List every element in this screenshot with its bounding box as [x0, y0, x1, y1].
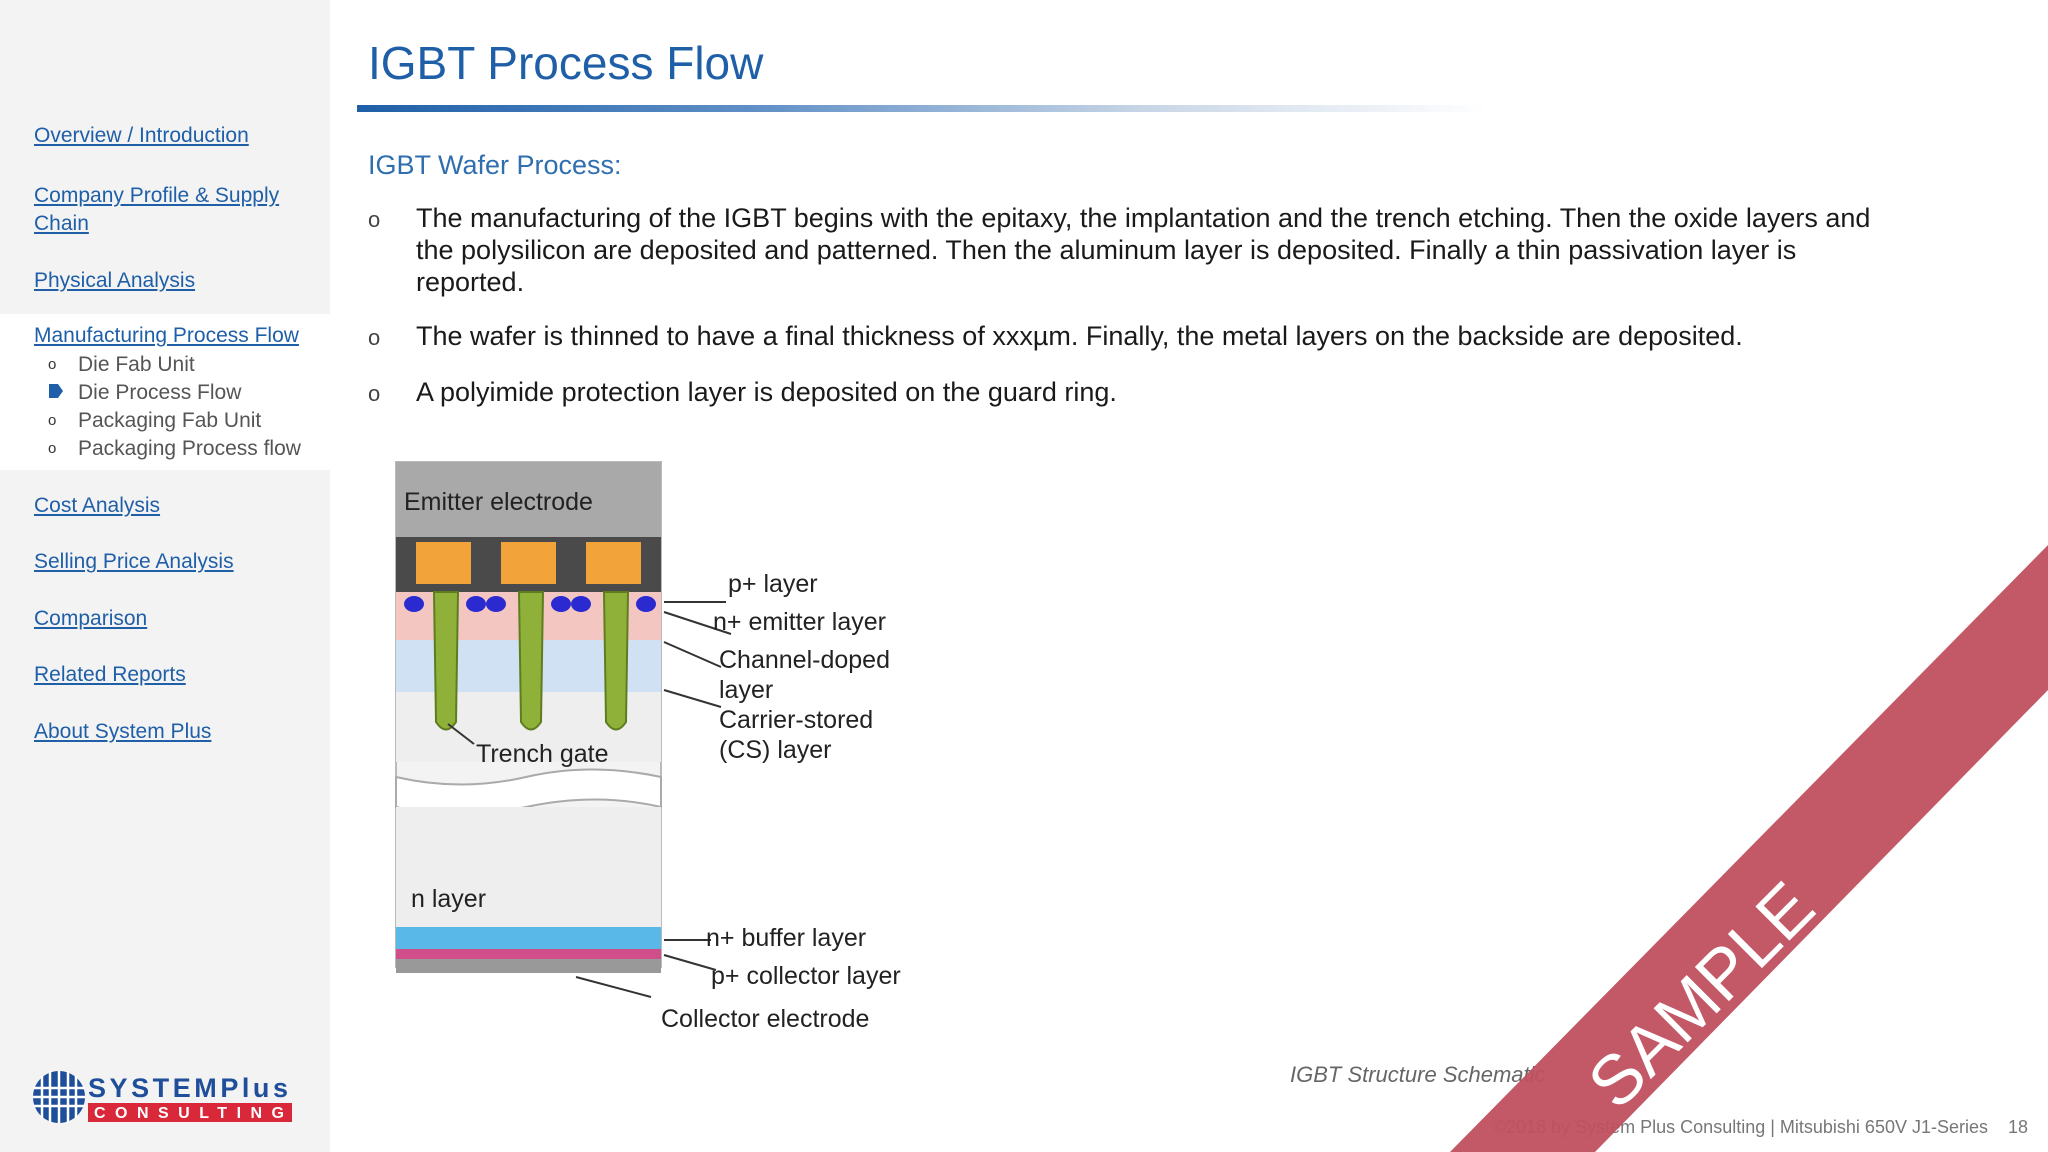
- bullet-item: o A polyimide protection layer is deposi…: [368, 376, 1898, 410]
- page-number: 18: [2007, 1117, 2028, 1137]
- nav-overview[interactable]: Overview / Introduction: [34, 124, 249, 147]
- nav-cost-analysis[interactable]: Cost Analysis: [34, 494, 161, 517]
- sub-item-label: Packaging Process flow: [78, 437, 301, 460]
- label-channel-doped-1: Channel-doped: [719, 646, 890, 674]
- sub-item-packaging-fab-unit[interactable]: o Packaging Fab Unit: [48, 407, 261, 435]
- label-p-collector-layer: p+ collector layer: [711, 962, 901, 990]
- nav-about-system-plus[interactable]: About System Plus: [34, 720, 212, 743]
- current-page-marker-icon: [48, 379, 78, 407]
- label-n-layer: n layer: [411, 885, 486, 913]
- label-channel-doped-2: layer: [719, 676, 773, 704]
- n-buffer-layer: [396, 927, 661, 949]
- globe-icon: [33, 1071, 85, 1123]
- emitter-electrode-layer: [396, 462, 661, 537]
- section-label: IGBT Wafer Process:: [368, 150, 622, 180]
- sidebar: Overview / Introduction Company Profile …: [0, 0, 330, 1152]
- bullet-item: o The wafer is thinned to have a final t…: [368, 320, 1898, 354]
- sub-item-die-fab-unit[interactable]: o Die Fab Unit: [48, 351, 195, 379]
- igbt-structure-schematic: Emitter electrode Trench gate n layer p+…: [395, 461, 901, 1033]
- sub-item-label: Packaging Fab Unit: [78, 409, 262, 432]
- hollow-bullet-icon: o: [48, 356, 57, 373]
- p-collector-layer: [396, 949, 661, 959]
- label-n-buffer-layer: n+ buffer layer: [706, 924, 866, 952]
- label-collector-electrode: Collector electrode: [661, 1005, 869, 1033]
- sub-item-label: Die Fab Unit: [78, 353, 195, 376]
- logo-consulting: CONSULTING: [94, 1105, 286, 1122]
- hollow-bullet-icon: o: [368, 325, 381, 350]
- bullet-text: The manufacturing of the IGBT begins wit…: [416, 203, 1871, 297]
- logo-wordmark: SYSTEMPlus: [88, 1073, 288, 1103]
- hollow-bullet-icon: o: [48, 440, 57, 457]
- nav-selling-price-analysis[interactable]: Selling Price Analysis: [34, 550, 234, 573]
- sub-item-label: Die Process Flow: [78, 381, 242, 404]
- figure-caption: IGBT Structure Schematic: [1290, 1062, 1546, 1087]
- system-plus-logo[interactable]: SYSTEMPlus CONSULTING: [32, 1068, 294, 1126]
- bullet-text: A polyimide protection layer is deposite…: [416, 377, 1117, 407]
- nav-related-reports[interactable]: Related Reports: [34, 663, 186, 686]
- sub-item-die-process-flow[interactable]: Die Process Flow: [48, 379, 241, 407]
- label-carrier-stored-1: Carrier-stored: [719, 706, 873, 734]
- nav-physical-analysis[interactable]: Physical Analysis: [34, 269, 196, 292]
- hollow-bullet-icon: o: [368, 381, 381, 406]
- nav-manufacturing-process-flow[interactable]: Manufacturing Process Flow: [34, 324, 299, 347]
- label-emitter-electrode: Emitter electrode: [404, 488, 593, 516]
- label-carrier-stored-2: (CS) layer: [719, 736, 832, 764]
- n-drift-layer: [396, 807, 661, 927]
- bullet-list: o The manufacturing of the IGBT begins w…: [368, 202, 1898, 432]
- bullet-item: o The manufacturing of the IGBT begins w…: [368, 202, 1898, 298]
- nav-comparison[interactable]: Comparison: [34, 607, 148, 630]
- collector-electrode-layer: [396, 959, 661, 973]
- hollow-bullet-icon: o: [368, 207, 381, 232]
- bullet-text: The wafer is thinned to have a final thi…: [416, 321, 1743, 351]
- label-trench-gate: Trench gate: [476, 740, 608, 768]
- sample-watermark-text: SAMPLE: [1573, 867, 1829, 1123]
- page-title: IGBT Process Flow: [368, 37, 764, 89]
- footer-copyright: ©2018 by System Plus Consulting | Mitsub…: [1492, 1117, 1988, 1137]
- label-n-emitter-layer: n+ emitter layer: [713, 608, 886, 636]
- sub-item-packaging-process-flow[interactable]: o Packaging Process flow: [48, 435, 301, 463]
- nav-company-profile-line2[interactable]: Chain: [34, 212, 89, 235]
- nav-company-profile[interactable]: Company Profile & Supply: [34, 184, 280, 207]
- title-underline: [357, 105, 1487, 112]
- label-p-layer: p+ layer: [728, 570, 818, 598]
- hollow-bullet-icon: o: [48, 412, 57, 429]
